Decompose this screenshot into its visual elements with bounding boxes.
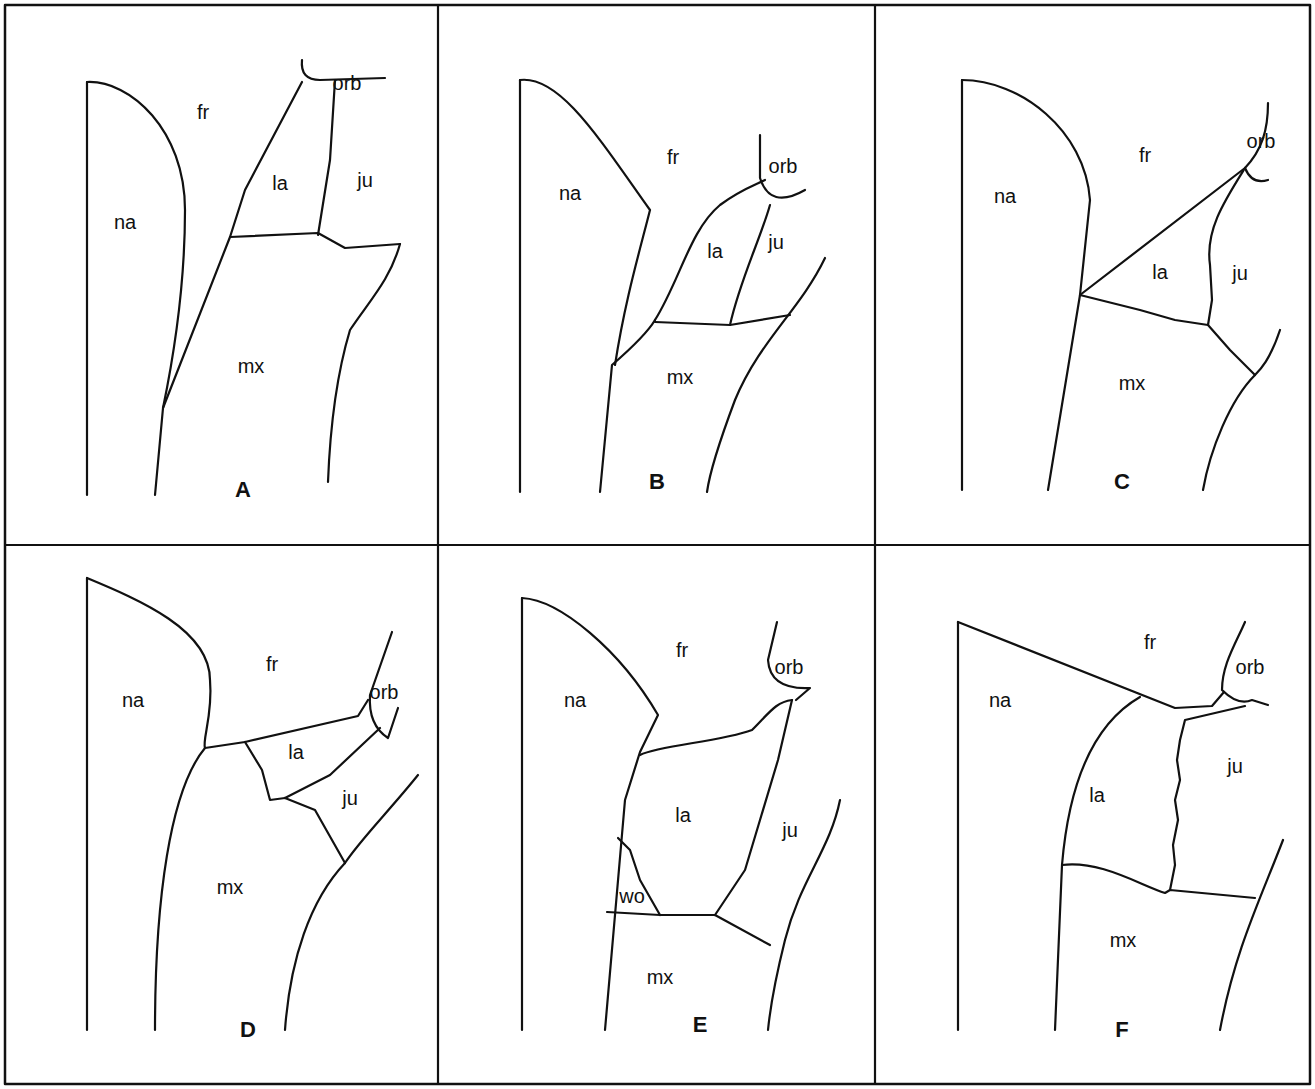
bone-label: mx <box>667 367 694 387</box>
bone-label: na <box>559 183 581 203</box>
bone-label: na <box>114 212 136 232</box>
panel-letter: C <box>1114 471 1130 493</box>
bone-label: ju <box>768 232 784 252</box>
bone-label: ju <box>1232 263 1248 283</box>
bone-label: na <box>989 690 1011 710</box>
bone-label: la <box>707 241 723 261</box>
bone-label: mx <box>217 877 244 897</box>
bone-label: ju <box>1227 756 1243 776</box>
panel-letter: A <box>235 479 251 501</box>
bone-label: la <box>1152 262 1168 282</box>
bone-label: fr <box>1139 145 1151 165</box>
bone-label: fr <box>667 147 679 167</box>
panel-letter: F <box>1115 1019 1128 1041</box>
bone-label: mx <box>647 967 674 987</box>
suture-lines <box>962 80 1280 490</box>
bone-label: orb <box>769 156 798 176</box>
bone-label: orb <box>333 73 362 93</box>
divider <box>5 544 1310 546</box>
suture-lines <box>522 598 840 1030</box>
bone-label: mx <box>1110 930 1137 950</box>
bone-label: la <box>675 805 691 825</box>
bone-label: fr <box>676 640 688 660</box>
bone-label: orb <box>1247 131 1276 151</box>
bone-label: orb <box>370 682 399 702</box>
bone-label: na <box>564 690 586 710</box>
bone-label: orb <box>775 657 804 677</box>
panel-letter: B <box>649 471 665 493</box>
suture-lines <box>520 80 825 492</box>
bone-label: fr <box>1144 632 1156 652</box>
bone-label: ju <box>782 820 798 840</box>
bone-label: na <box>122 690 144 710</box>
bone-label: ju <box>342 788 358 808</box>
bone-label: ju <box>357 170 373 190</box>
bone-label: mx <box>238 356 265 376</box>
panel-letter: E <box>693 1014 708 1036</box>
bone-label: mx <box>1119 373 1146 393</box>
bone-label: la <box>1089 785 1105 805</box>
suture-lines <box>958 622 1283 1030</box>
bone-label: na <box>994 186 1016 206</box>
bone-label: fr <box>197 102 209 122</box>
bone-label: orb <box>1236 657 1265 677</box>
frame <box>5 5 1310 1084</box>
bone-label: la <box>288 742 304 762</box>
bone-label: wo <box>619 886 645 906</box>
suture-lines <box>87 60 400 495</box>
panel-letter: D <box>240 1019 256 1041</box>
suture-lines <box>87 578 418 1030</box>
bone-label: la <box>272 173 288 193</box>
bone-label: fr <box>266 654 278 674</box>
